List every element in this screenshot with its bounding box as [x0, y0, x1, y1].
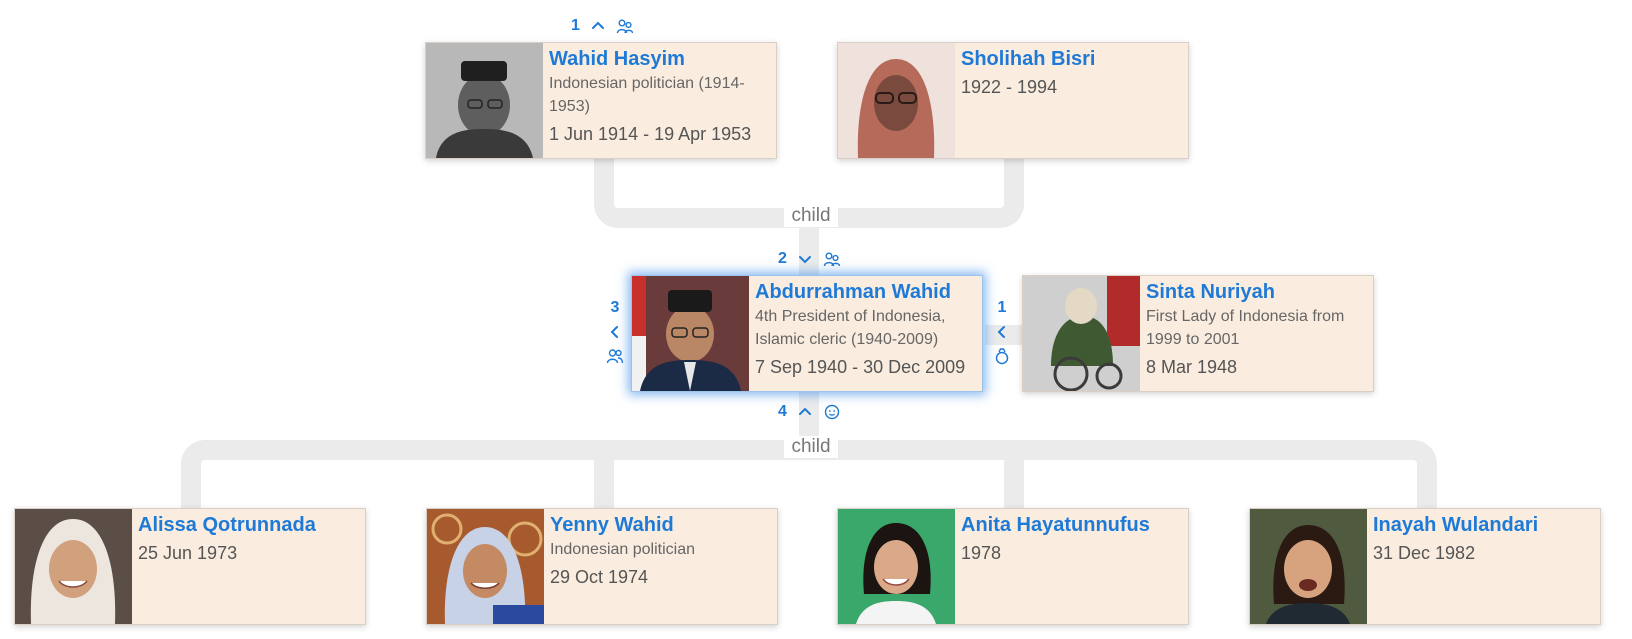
siblings-controls: 2 [778, 250, 841, 268]
child-drop-3 [1004, 455, 1024, 510]
child-1-dates: 25 Jun 1973 [138, 543, 238, 563]
child-1-name-link[interactable]: Alissa Qotrunnada [138, 514, 316, 536]
children-stem [799, 392, 819, 444]
focus-name-link[interactable]: Abdurrahman Wahid [755, 281, 951, 303]
ring-icon[interactable] [993, 347, 1011, 365]
person-card-focus[interactable]: Abdurrahman Wahid 4th President of Indon… [631, 275, 983, 392]
person-card-child-1[interactable]: Alissa Qotrunnada 25 Jun 1973 [14, 508, 366, 625]
chevron-left-icon[interactable] [993, 323, 1011, 341]
parents-icon[interactable] [616, 17, 634, 35]
child-1-photo [15, 509, 132, 624]
child-4-dates: 31 Dec 1982 [1373, 543, 1476, 563]
parents-icon[interactable] [823, 250, 841, 268]
child-4-photo [1250, 509, 1367, 624]
child-3-name-link[interactable]: Anita Hayatunnufus [961, 514, 1150, 536]
parents-relation-label: child [784, 205, 838, 227]
focus-dates: 7 Sep 1940 - 30 Dec 2009 [755, 357, 966, 377]
person-card-mother[interactable]: Sholihah Bisri 1922 - 1994 [837, 42, 1189, 159]
focus-description: 4th President of Indonesia, Islamic cler… [755, 308, 946, 348]
father-dates: 1 Jun 1914 - 19 Apr 1953 [549, 124, 752, 144]
parents-count[interactable]: 1 [571, 17, 580, 34]
person-card-spouse[interactable]: Sinta Nuriyah First Lady of Indonesia fr… [1022, 275, 1374, 392]
child-4-name-link[interactable]: Inayah Wulandari [1373, 514, 1539, 536]
father-photo [426, 43, 543, 158]
mother-dates: 1922 - 1994 [961, 77, 1058, 97]
spouses-count[interactable]: 3 [610, 299, 620, 316]
focus-photo [632, 276, 749, 391]
spouses-controls: 3 [606, 299, 624, 365]
spouse-photo [1023, 276, 1140, 391]
father-description: Indonesian politician (1914-1953) [549, 75, 745, 115]
chevron-left-icon[interactable] [606, 323, 624, 341]
siblings-count[interactable]: 2 [778, 250, 787, 267]
child-2-photo [427, 509, 544, 624]
child-face-icon[interactable] [823, 403, 841, 421]
parents-controls: 1 [571, 17, 634, 35]
spouse-dates: 8 Mar 1948 [1146, 357, 1238, 377]
spouse-controls: 1 [993, 299, 1011, 365]
child-2-description: Indonesian politician [550, 541, 695, 558]
spouses-icon[interactable] [606, 347, 624, 365]
child-2-dates: 29 Oct 1974 [550, 567, 649, 587]
father-name-link[interactable]: Wahid Hasyim [549, 48, 685, 70]
child-2-name-link[interactable]: Yenny Wahid [550, 514, 674, 536]
chevron-down-icon[interactable] [796, 250, 814, 268]
chevron-up-icon[interactable] [589, 17, 607, 35]
mother-photo [838, 43, 955, 158]
person-card-father[interactable]: Wahid Hasyim Indonesian politician (1914… [425, 42, 777, 159]
children-relation-label: child [784, 436, 838, 458]
children-controls: 4 [778, 403, 841, 421]
spouse-description: First Lady of Indonesia from 1999 to 200… [1146, 308, 1345, 348]
child-3-dates: 1978 [961, 543, 1002, 563]
person-card-child-2[interactable]: Yenny Wahid Indonesian politician 29 Oct… [426, 508, 778, 625]
children-count[interactable]: 4 [778, 403, 787, 420]
child-drop-2 [594, 455, 614, 510]
spouse-marriages-count[interactable]: 1 [997, 299, 1007, 316]
spouse-connector [985, 325, 1025, 345]
person-card-child-4[interactable]: Inayah Wulandari 31 Dec 1982 [1249, 508, 1601, 625]
chevron-up-icon[interactable] [796, 403, 814, 421]
child-3-photo [838, 509, 955, 624]
person-card-child-3[interactable]: Anita Hayatunnufus 1978 [837, 508, 1189, 625]
mother-name-link[interactable]: Sholihah Bisri [961, 48, 1096, 70]
spouse-name-link[interactable]: Sinta Nuriyah [1146, 281, 1275, 303]
